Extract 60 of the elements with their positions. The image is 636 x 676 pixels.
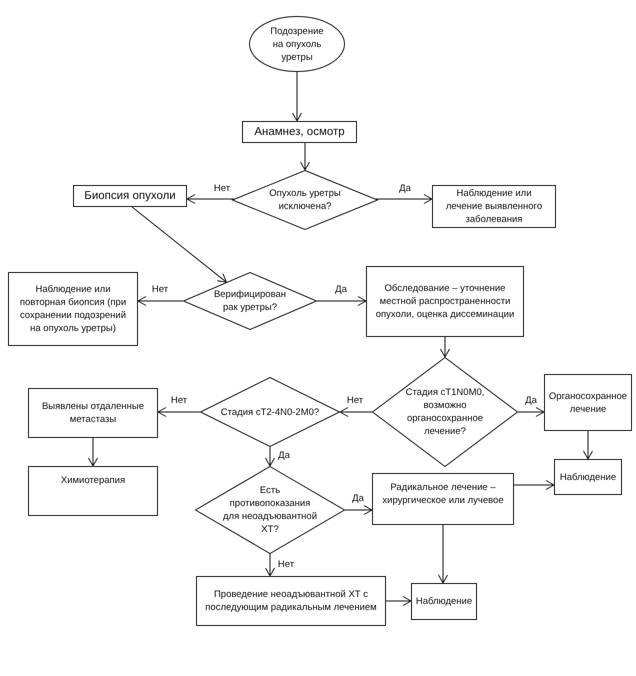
decision-diamond (232, 170, 378, 230)
arrow (132, 206, 227, 283)
arrow (265, 554, 275, 576)
step-text: Наблюдение или лечение выявленного заболевания (444, 187, 544, 226)
arrow (518, 407, 544, 417)
arrow (158, 407, 200, 417)
process-box (411, 583, 477, 620)
arrow (440, 336, 450, 358)
process-box (73, 185, 187, 207)
arrow (88, 438, 98, 466)
arrow (316, 296, 366, 306)
step-text: Химиотерапия (60, 474, 126, 487)
arrow (514, 480, 554, 490)
process-box (242, 121, 357, 143)
process-box (544, 374, 632, 431)
arrow (265, 446, 275, 466)
step-text: Наблюдение или повторная биопсия (при сохранении подозрений на опухоль уретры) (18, 283, 128, 335)
process-box (28, 388, 158, 438)
question-text: Есть противопоказания для неоадъювантной ХТ? (222, 484, 318, 536)
question-text: Опухоль уретры исключена? (268, 187, 342, 213)
process-box (196, 576, 386, 626)
step-text: Проведение неоадъювантной ХТ с последующим радикальным лечением (204, 588, 378, 614)
arrow (438, 524, 448, 584)
question-text: Стадия cT1N0M0, возможно органосохранное лечение? (404, 386, 486, 438)
arrow (186, 194, 235, 204)
step-text: Наблюдение (560, 470, 616, 484)
edge-label: Да (524, 395, 538, 407)
edge-label: Да (334, 284, 348, 296)
edge-label: Да (277, 450, 291, 462)
question-text: Верифицирован рак уретры? (212, 288, 288, 314)
arrow (300, 142, 310, 170)
step-text: Наблюдение (416, 595, 472, 608)
process-box (372, 473, 514, 525)
decision-diamond (183, 272, 317, 330)
step-text: Органосохранное лечение (548, 390, 628, 416)
process-box (432, 185, 556, 228)
step-text: Обследование – уточнение местной распространенности опухоли, оценка диссеминации (374, 282, 516, 321)
arrow (386, 596, 412, 606)
process-box (366, 266, 524, 337)
edge-label: Да (398, 183, 412, 195)
process-box (554, 459, 622, 495)
step-text: Биопсия опухоли (84, 189, 176, 203)
arrow (340, 407, 372, 417)
edge-label: Да (351, 493, 365, 505)
arrow (344, 505, 372, 515)
decision-diamond (372, 357, 518, 467)
start-text: Подозрение на опухоль уретры (269, 24, 325, 64)
arrow (292, 72, 302, 122)
arrow (583, 430, 593, 460)
question-text: Стадия cT2-4N0-2M0? (220, 406, 320, 418)
arrow (375, 194, 432, 204)
step-text: Анамнез, осмотр (254, 125, 345, 139)
arrow (138, 296, 184, 306)
process-box (28, 466, 158, 516)
start-ellipse (249, 16, 345, 72)
step-text: Выявлены отдаленные метастазы (40, 400, 146, 426)
decision-diamond (200, 377, 340, 447)
decision-diamond (195, 466, 345, 554)
step-text: Радикальное лечение – хирургическое или лучевое (381, 481, 505, 507)
process-box (8, 272, 138, 346)
